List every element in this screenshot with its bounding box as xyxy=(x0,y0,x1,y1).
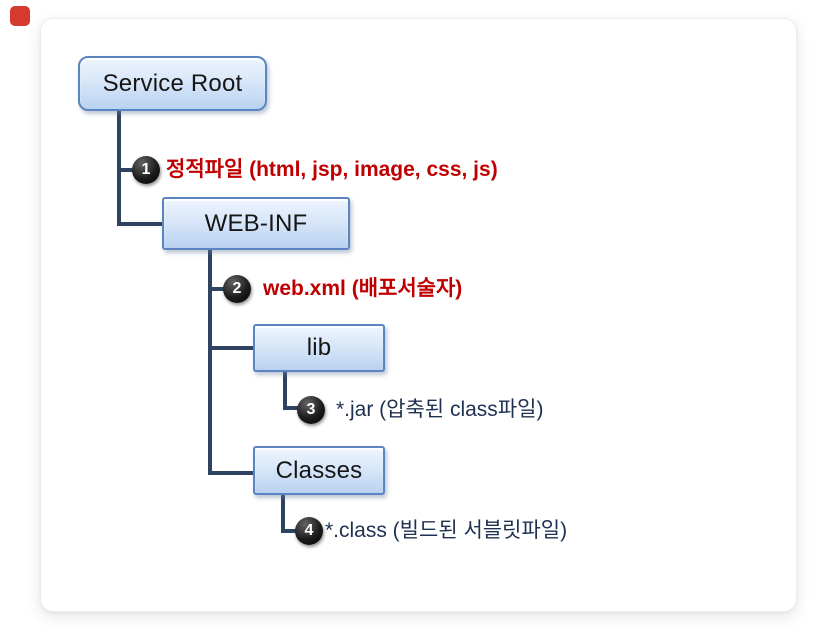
connector-line xyxy=(281,529,298,533)
step-badge-4: 4 xyxy=(295,517,323,545)
step-badge-3: 3 xyxy=(297,396,325,424)
annotation-1: 정적파일 (html, jsp, image, css, js) xyxy=(166,158,498,181)
node-lib-label: lib xyxy=(306,334,332,361)
annotation-4: *.class (빌드된 서블릿파일) xyxy=(325,519,568,542)
annotation-2: web.xml (배포서술자) xyxy=(263,277,463,300)
connector-line xyxy=(208,346,253,350)
step-badge-1: 1 xyxy=(132,156,160,184)
connector-line xyxy=(281,495,285,533)
connector-line xyxy=(208,471,253,475)
node-classes: Classes xyxy=(253,446,385,495)
node-service-root: Service Root xyxy=(78,56,267,111)
connector-line xyxy=(283,406,300,410)
red-marker xyxy=(10,6,30,26)
node-web-inf: WEB-INF xyxy=(162,197,350,250)
node-service-root-label: Service Root xyxy=(102,69,243,97)
connector-line xyxy=(117,222,162,226)
connector-line xyxy=(208,287,225,291)
step-badge-2: 2 xyxy=(223,275,251,303)
diagram-card xyxy=(40,18,797,612)
node-classes-label: Classes xyxy=(275,456,363,484)
annotation-3: *.jar (압축된 class파일) xyxy=(336,398,544,421)
connector-line xyxy=(283,372,287,410)
node-web-inf-label: WEB-INF xyxy=(204,209,308,237)
connector-line xyxy=(208,250,212,475)
node-lib: lib xyxy=(253,324,385,372)
connector-line xyxy=(117,168,133,172)
